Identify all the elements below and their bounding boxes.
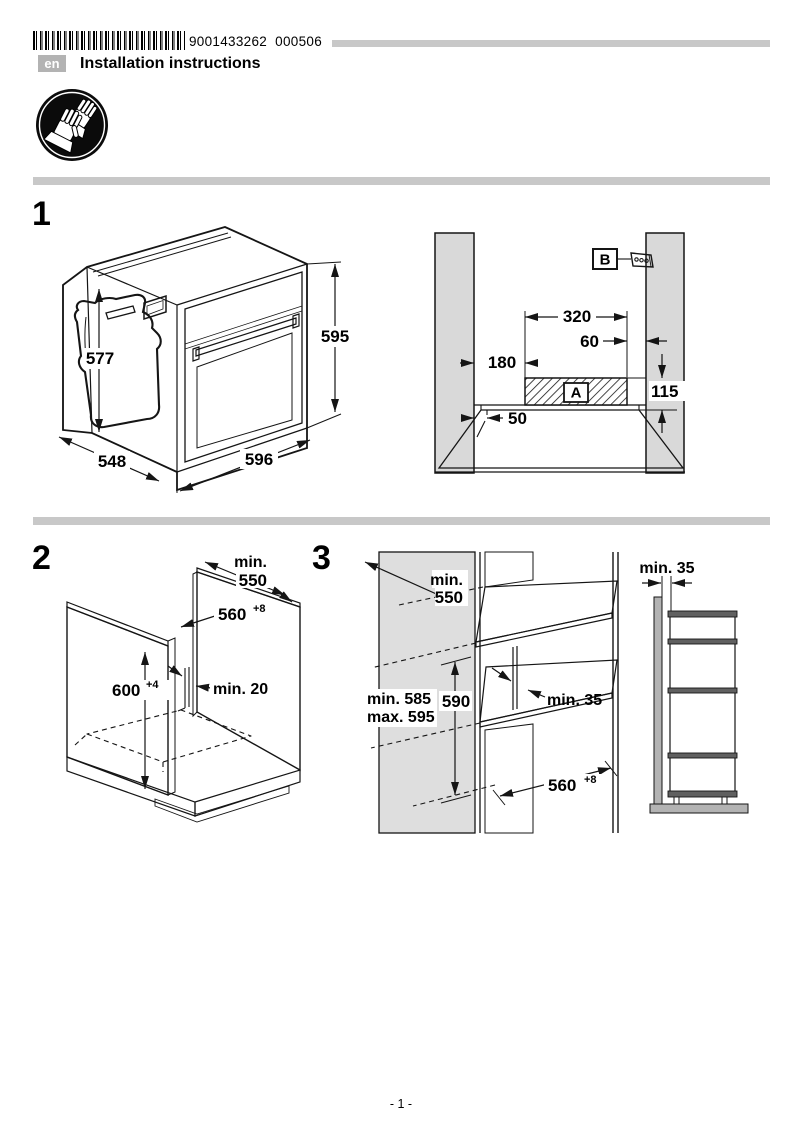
mains-terminal-icon <box>630 252 654 268</box>
dim-niche-min: min. 585 <box>367 691 431 708</box>
front-glove <box>43 108 83 154</box>
oven-dimensions: 577 595 548 596 <box>58 261 353 493</box>
dim-height: 600 <box>112 681 140 700</box>
dim-width: 560 <box>218 605 246 624</box>
terminal-b-label: B <box>600 252 611 269</box>
dim-oven-width: 596 <box>245 450 273 469</box>
dim-depth-prefix: min. <box>234 554 267 571</box>
column-dimensions: min. 550 590 min. 585 max. 595 min. 35 5… <box>363 561 618 806</box>
oven-dimension-drawing: 577 595 548 596 <box>58 226 353 493</box>
side-view-body <box>649 596 749 814</box>
dim-oven-front-height: 595 <box>321 327 349 346</box>
side-view-dimension: min. 35 <box>639 560 695 611</box>
niche-walls <box>434 232 685 474</box>
barcode <box>33 31 185 50</box>
base-cabinet-drawing: min. 550 560 +8 600 +4 min. 20 <box>66 552 301 823</box>
dim-right-gap: 60 <box>580 332 599 351</box>
section-3-number: 3 <box>312 539 331 577</box>
side-clearance-drawing: min. 35 <box>639 560 749 814</box>
section-divider <box>33 517 770 525</box>
dim-rear-vent: min. 35 <box>547 692 602 709</box>
dim-oven-side-height: 577 <box>86 349 114 368</box>
dim-depth-prefix: min. <box>430 572 463 589</box>
dim-rear-gap: min. 20 <box>213 681 268 698</box>
barcode-number: 9001433262 000506 <box>189 34 323 49</box>
shelves-section <box>667 610 738 798</box>
terminal-callout: B <box>592 248 654 270</box>
wear-protective-gloves-icon <box>36 89 108 161</box>
cutout-area: A <box>524 377 628 406</box>
area-a-label: A <box>571 385 582 402</box>
dim-oven-depth: 548 <box>98 452 126 471</box>
dim-width-tolerance: +8 <box>584 774 597 786</box>
dim-wall-gap: min. 35 <box>639 560 694 577</box>
dim-depth: 550 <box>239 571 267 590</box>
page-title: Installation instructions <box>80 55 261 72</box>
footer-page-number: - 1 - <box>389 1097 413 1111</box>
niche-drawing: A B 320 60 180 115 50 <box>434 232 687 474</box>
dim-height-tolerance: +4 <box>146 679 159 691</box>
section-1-number: 1 <box>32 195 51 233</box>
cabinet-body <box>66 567 301 823</box>
dim-left-offset: 180 <box>488 353 516 372</box>
dim-depth: 550 <box>435 588 463 607</box>
header-bar <box>332 40 770 47</box>
dim-width-tolerance: +8 <box>253 603 266 615</box>
dim-right-height: 115 <box>651 382 678 401</box>
dim-width: 560 <box>548 776 576 795</box>
dim-cutout-width: 320 <box>563 307 591 326</box>
dim-front-gap: 50 <box>508 409 527 428</box>
dim-niche-max: max. 595 <box>367 709 435 726</box>
cabinet-dimensions: min. 550 560 +8 600 +4 min. 20 <box>108 552 293 789</box>
language-badge: en <box>38 55 66 72</box>
niche-dimensions: 320 60 180 115 50 <box>460 305 687 433</box>
section-2-number: 2 <box>32 539 51 577</box>
dim-height: 590 <box>442 692 470 711</box>
tall-cabinet-drawing: min. 550 590 min. 585 max. 595 min. 35 5… <box>363 551 619 834</box>
section-divider <box>33 177 770 185</box>
